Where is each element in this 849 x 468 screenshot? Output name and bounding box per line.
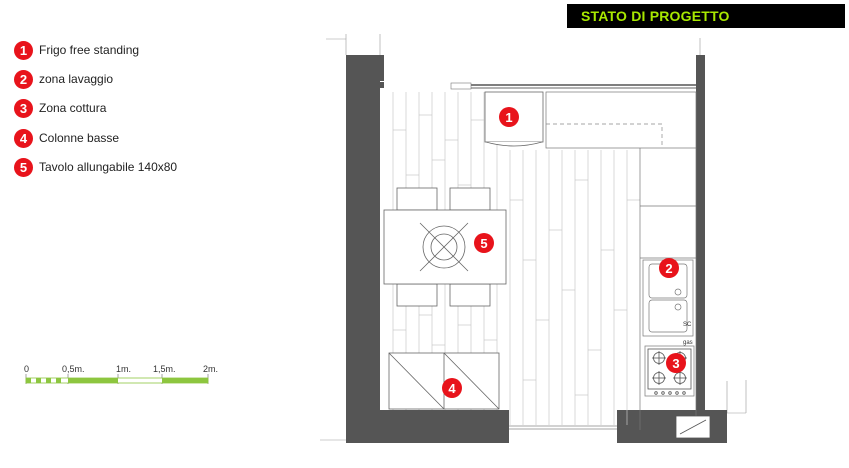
- marker-sink: [659, 258, 679, 278]
- walls: [346, 55, 727, 443]
- scale-label: 0: [24, 364, 30, 374]
- legend-label: zona lavaggio: [39, 72, 114, 86]
- scale-label: 2m.: [203, 364, 219, 374]
- legend-item-table: 5 Tavolo allungabile 140x80: [14, 157, 177, 177]
- marker-badge: 4: [14, 128, 33, 148]
- marker-badge: 2: [14, 69, 33, 89]
- scale-label: 1m.: [116, 364, 132, 374]
- marker-hob: [666, 353, 686, 373]
- scale-label: 1,5m.: [153, 364, 176, 374]
- marker-columns-label: 4: [448, 381, 456, 396]
- plan-markers: 1 2 3 4 5: [442, 107, 686, 398]
- low-columns: [388, 352, 500, 410]
- marker-fridge: [499, 107, 519, 127]
- scale-label: 0,5m.: [62, 364, 85, 374]
- upper-cabinet-outline: [546, 123, 663, 146]
- vent: [675, 415, 711, 439]
- legend-label: Frigo free standing: [39, 43, 140, 57]
- legend-item-wash-zone: 2 zona lavaggio: [14, 69, 113, 89]
- marker-hob-label: 3: [672, 356, 679, 371]
- floor-joints: [393, 114, 640, 396]
- marker-sink-label: 2: [665, 261, 672, 276]
- marker-table: [474, 233, 494, 253]
- gas-code-label: gas: [683, 340, 693, 346]
- legend-item-columns: 4 Colonne basse: [14, 128, 119, 148]
- marker-fridge-label: 1: [505, 110, 512, 125]
- door-opening: [509, 425, 617, 430]
- page-title: STATO DI PROGETTO: [567, 4, 845, 28]
- marker-table-label: 5: [480, 236, 487, 251]
- legend-item-fridge: 1 Frigo free standing: [14, 40, 139, 60]
- upper-cabinets: [545, 91, 697, 430]
- legend-label: Tavolo allungabile 140x80: [39, 160, 178, 174]
- sink-code-label: SC: [683, 322, 692, 328]
- legend-label: Zona cottura: [39, 101, 107, 115]
- marker-badge: 5: [14, 157, 33, 177]
- wall-stub: [380, 82, 384, 88]
- cooktop: [644, 345, 695, 397]
- marker-badge: 3: [14, 98, 33, 118]
- scale-bar: 0 0,5m. 1m. 1,5m. 2m.: [22, 364, 218, 394]
- marker-badge: 1: [14, 40, 33, 60]
- legend-item-cooking-zone: 3 Zona cottura: [14, 98, 106, 118]
- scale-ruler: [25, 374, 209, 384]
- legend-label: Colonne basse: [39, 131, 120, 145]
- top-window: [450, 82, 696, 90]
- marker-columns: [442, 378, 462, 398]
